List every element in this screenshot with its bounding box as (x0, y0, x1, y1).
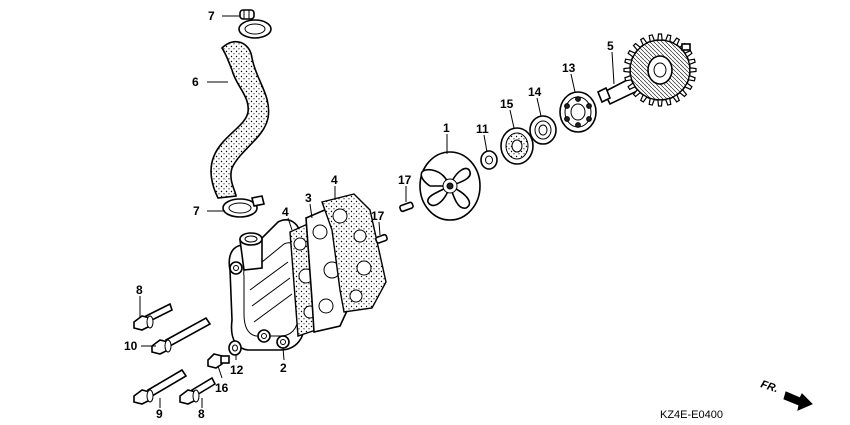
dowel-pin-lower (375, 233, 388, 244)
dowel-pin-upper (399, 201, 414, 213)
gear-tooth (689, 67, 697, 73)
gear-tooth (657, 99, 663, 107)
callout-10: 10 (124, 339, 138, 353)
callout-15: 15 (500, 97, 514, 111)
callout-11: 11 (476, 122, 489, 136)
mechanical-seal (500, 127, 534, 165)
callout-16: 16 (215, 381, 229, 395)
gear-tooth (664, 34, 672, 43)
impeller-washer (480, 150, 498, 170)
gear-tooth (684, 49, 693, 58)
flange-bolt-9 (133, 368, 188, 405)
hose-clamp-upper (238, 9, 272, 39)
hose-clamp-lower (222, 195, 265, 218)
oil-seal (529, 115, 557, 145)
callout-4-front: 4 (282, 205, 289, 219)
gear-tooth (623, 67, 631, 73)
callout-9: 9 (156, 407, 163, 421)
callout-6: 6 (192, 75, 199, 89)
callout-12: 12 (230, 363, 244, 377)
gear-tooth (672, 37, 681, 46)
ball-bearing (559, 91, 597, 133)
water-pump-shaft-gear (596, 33, 697, 107)
gear-tooth (687, 74, 696, 82)
callout-8-upper: 8 (136, 283, 143, 297)
gear-tooth (657, 33, 663, 41)
leader-lines (139, 15, 615, 408)
gear-tooth (678, 88, 688, 98)
gear-tooth (627, 49, 636, 58)
gear-tooth (664, 97, 672, 106)
callout-7-upper: 7 (208, 9, 215, 23)
flange-bolt-short-lower (179, 376, 217, 405)
callout-17-upper: 17 (398, 173, 412, 187)
sealing-washer (228, 340, 242, 356)
callout-14: 14 (528, 85, 542, 99)
water-hose (210, 40, 270, 199)
callout-2: 2 (280, 361, 287, 375)
water-pump-cover (228, 219, 305, 351)
gear-tooth (624, 74, 633, 82)
gasket-rear (321, 193, 387, 313)
callout-17-lower: 17 (371, 209, 385, 223)
gear-tooth (624, 58, 633, 66)
diagram-code: KZ4E-E0400 (660, 409, 723, 421)
gear-tooth (687, 58, 696, 66)
callout-3: 3 (305, 191, 312, 205)
gear-tooth (639, 94, 648, 103)
front-direction-indicator: FR. (759, 378, 813, 411)
gear-tooth (648, 34, 656, 43)
callout-labels: 7 6 7 5 13 14 15 11 1 17 17 4 3 4 8 10 1… (124, 9, 614, 421)
flange-bolt-long (151, 316, 212, 355)
gear-tooth (627, 82, 636, 91)
callout-5: 5 (607, 39, 614, 53)
gear-tooth (632, 42, 642, 52)
callout-8-lower: 8 (198, 407, 205, 421)
callout-4-rear: 4 (331, 173, 338, 187)
gear-tooth (639, 37, 648, 46)
gear-tooth (684, 82, 693, 91)
callout-1: 1 (443, 121, 450, 135)
drain-bolt (207, 353, 230, 369)
impeller (419, 151, 481, 221)
callout-7-lower: 7 (193, 204, 200, 218)
front-arrow-icon (783, 391, 813, 411)
front-label: FR. (759, 378, 780, 395)
callout-13: 13 (562, 61, 576, 75)
gear-tooth (648, 97, 656, 106)
gear-tooth (632, 88, 642, 98)
gear-tooth (672, 94, 681, 103)
flange-bolt-short-upper (133, 302, 173, 331)
